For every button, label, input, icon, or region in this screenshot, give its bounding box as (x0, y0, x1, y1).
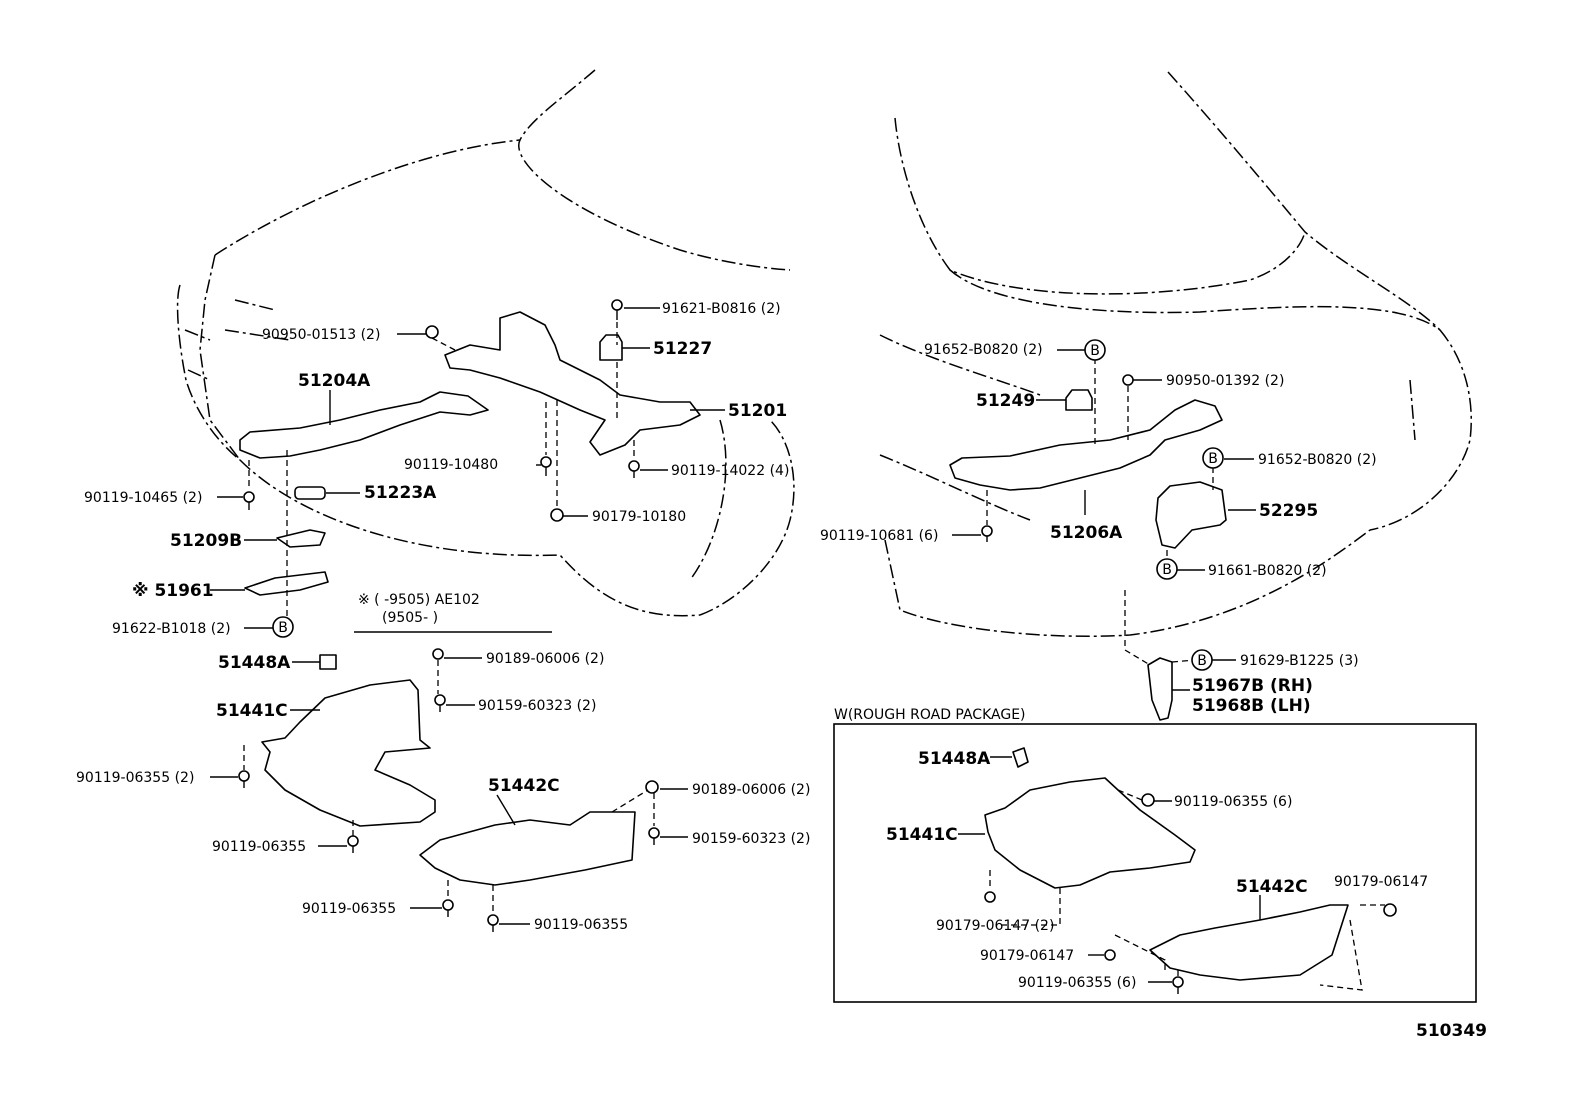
label-90950-01392: 90950-01392 (2) (1166, 373, 1284, 389)
label-51448A: 51448A (218, 653, 291, 673)
rough-road-box (833, 723, 1477, 1003)
label-90119-14022: 90119-14022 (4) (671, 463, 789, 479)
label-90119-10465: 90119-10465 (2) (84, 490, 202, 506)
pad-51223A (294, 486, 326, 500)
label-90159-60323-a: 90159-60323 (2) (478, 698, 596, 714)
rough-clip-51448A (1012, 747, 1029, 768)
rear-leader-lines (952, 349, 1256, 691)
label-51201: 51201 (728, 401, 787, 421)
label-91652-B0820-b: 91652-B0820 (2) (1258, 452, 1377, 468)
callout-b-letter: B (278, 620, 288, 636)
front-body-outline (176, 69, 795, 617)
rough-label-90179-06147-b: 90179-06147 (2) (936, 918, 1054, 934)
cover-51441C (261, 679, 436, 827)
bracket-52295 (1155, 481, 1227, 549)
label-90189-06006-b: 90189-06006 (2) (692, 782, 810, 798)
label-91661-B0820: 91661-B0820 (2) (1208, 563, 1327, 579)
member-51204A (239, 391, 489, 459)
rough-label-51448A: 51448A (918, 749, 991, 769)
stopper-51249 (1065, 389, 1093, 411)
rough-label-90179-06147-a: 90179-06147 (1334, 874, 1428, 890)
bracket-51967B (1147, 657, 1173, 721)
cover-51442C (419, 811, 636, 886)
label-91629-B1225: 91629-B1225 (3) (1240, 653, 1359, 669)
front-fasteners (238, 299, 660, 932)
svg-text:B: B (1090, 343, 1100, 359)
crossmember-51201 (444, 311, 701, 456)
label-51441C: 51441C (216, 701, 288, 721)
label-91652-B0820-a: 91652-B0820 (2) (924, 342, 1043, 358)
rear-body-outline (879, 71, 1472, 638)
label-51968B: 51968B (LH) (1192, 696, 1311, 716)
rough-label-51442C: 51442C (1236, 877, 1308, 897)
note-line-2: (9505- ) (382, 610, 438, 626)
rough-road-title: W(ROUGH ROAD PACKAGE) (834, 707, 1026, 723)
bracket-51209B (276, 529, 326, 548)
front-callout-b: B (272, 616, 294, 638)
label-90159-60323-b: 90159-60323 (2) (692, 831, 810, 847)
rough-leader-lines (958, 756, 1261, 983)
label-51223A: 51223A (364, 483, 437, 503)
crossmember-51206A (949, 399, 1223, 491)
label-91621-B0816: 91621-B0816 (2) (662, 301, 781, 317)
label-91622-B1018: 91622-B1018 (2) (112, 621, 231, 637)
label-51227: 51227 (653, 339, 712, 359)
label-90119-06355-a: 90119-06355 (2) (76, 770, 194, 786)
rear-dashed-lines (986, 358, 1214, 666)
rear-callout-b: B B B B (1084, 339, 1224, 671)
note-line-1: ※ ( -9505) AE102 (358, 592, 480, 608)
label-51961: ※ 51961 (132, 581, 214, 601)
label-51204A: 51204A (298, 371, 371, 391)
rough-dashed-lines (989, 789, 1385, 991)
label-90189-06006-a: 90189-06006 (2) (486, 651, 604, 667)
label-51209B: 51209B (170, 531, 242, 551)
label-90119-06355-c: 90119-06355 (302, 901, 396, 917)
label-51967B: 51967B (RH) (1192, 676, 1313, 696)
front-dashed-lines (243, 322, 655, 915)
svg-text:B: B (1208, 451, 1218, 467)
clip-51448A (319, 654, 337, 670)
front-leader-lines (210, 307, 725, 925)
rough-cover-51441C (984, 777, 1196, 889)
label-90119-06355-b: 90119-06355 (212, 839, 306, 855)
stopper-51227 (599, 334, 623, 361)
diagram-id: 510349 (1416, 1021, 1487, 1041)
rough-cover-51442C (1149, 904, 1349, 981)
label-51442C: 51442C (488, 776, 560, 796)
label-90119-10480: 90119-10480 (404, 457, 498, 473)
label-90119-10681: 90119-10681 (6) (820, 528, 938, 544)
label-90119-06355-d: 90119-06355 (534, 917, 628, 933)
label-90179-10180: 90179-10180 (592, 509, 686, 525)
rough-label-90119-06355-b: 90119-06355 (6) (1018, 975, 1136, 991)
label-51206A: 51206A (1050, 523, 1123, 543)
label-52295: 52295 (1259, 501, 1318, 521)
rough-label-90119-06355: 90119-06355 (6) (1174, 794, 1292, 810)
svg-text:B: B (1162, 562, 1172, 578)
label-90950-01513: 90950-01513 (2) (262, 327, 380, 343)
rough-label-51441C: 51441C (886, 825, 958, 845)
label-51249: 51249 (976, 391, 1035, 411)
rough-label-90179-06147-c: 90179-06147 (980, 948, 1074, 964)
svg-text:B: B (1197, 653, 1207, 669)
